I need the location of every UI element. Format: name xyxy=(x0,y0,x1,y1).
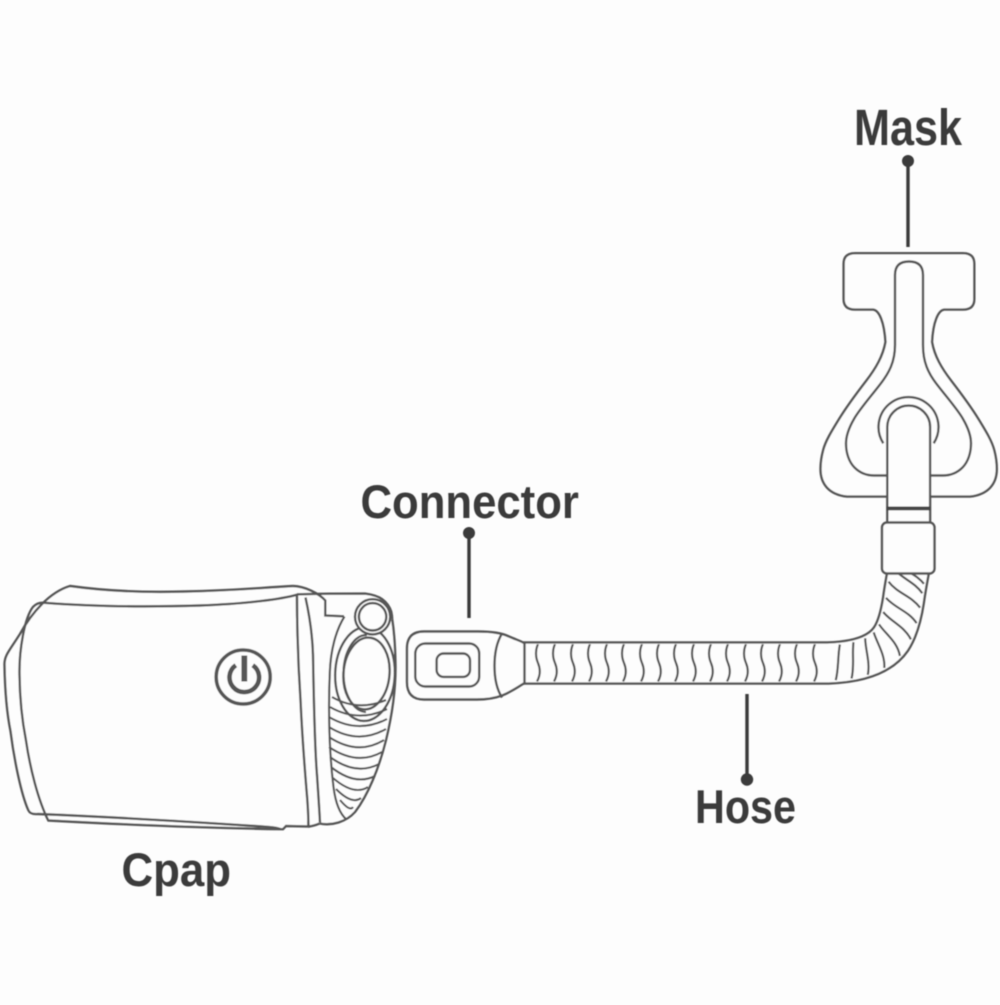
svg-text:Cpap: Cpap xyxy=(122,843,232,896)
svg-text:Mask: Mask xyxy=(854,99,963,156)
svg-text:Connector: Connector xyxy=(360,475,579,528)
svg-text:Hose: Hose xyxy=(695,780,796,833)
